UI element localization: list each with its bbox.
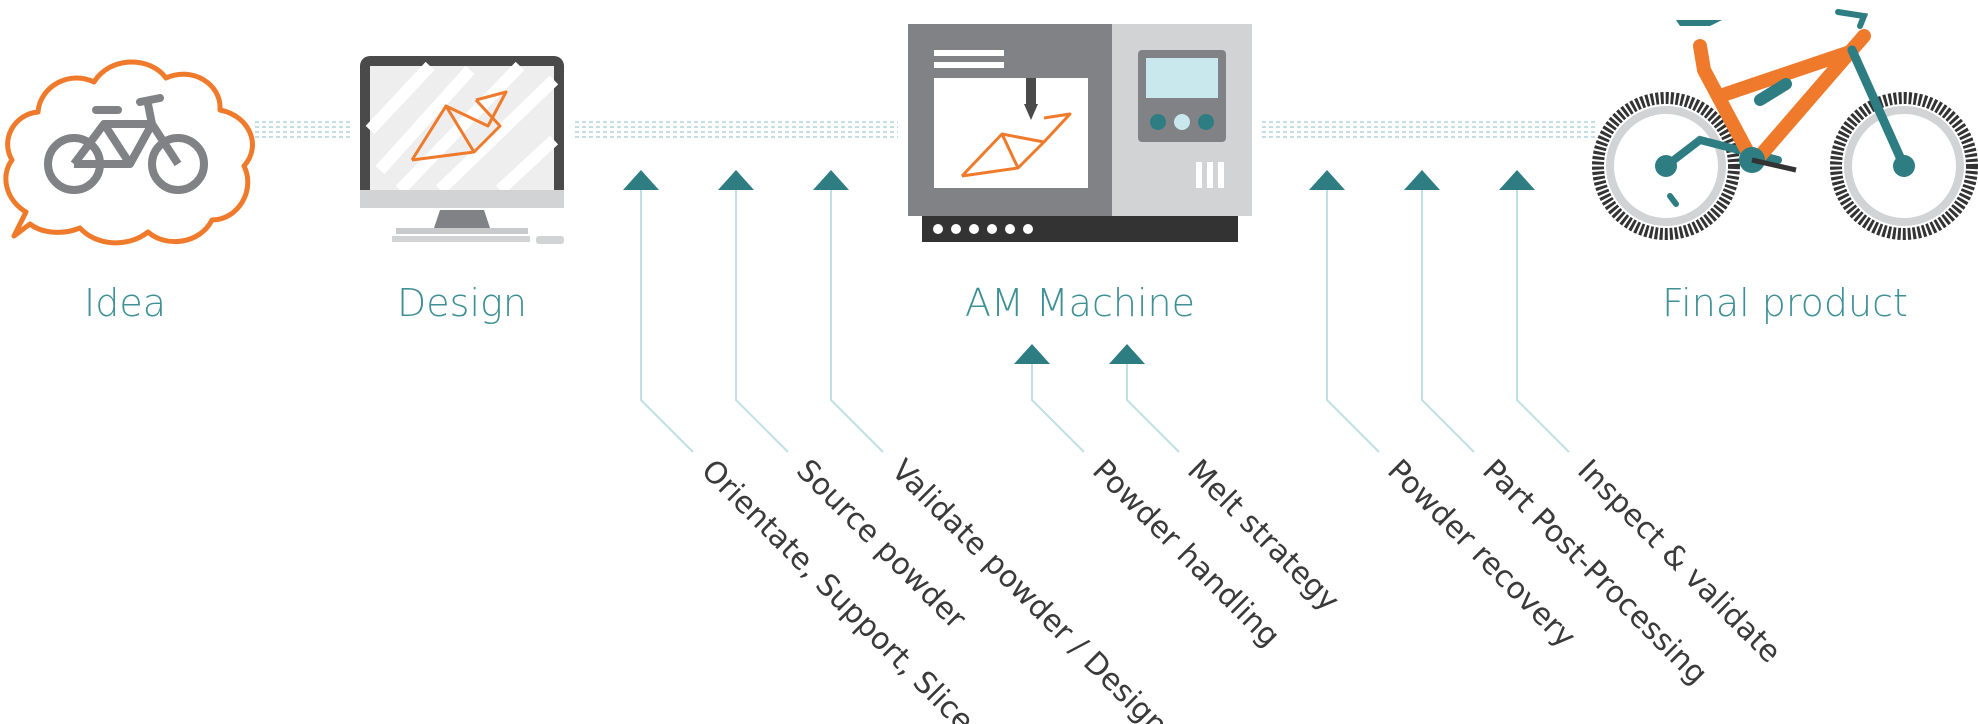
svg-text:Source powder: Source powder <box>789 453 973 637</box>
up-arrow-icon <box>718 170 754 190</box>
connector-design-machine <box>575 121 898 138</box>
up-arrow-icon <box>1309 170 1345 190</box>
3d-printer-machine-icon <box>908 24 1252 242</box>
stage-label-design: Design <box>397 281 527 325</box>
process-step-orientate: Orientate, Support, Slice <box>623 170 980 724</box>
up-arrow-icon <box>623 170 659 190</box>
computer-monitor-icon <box>360 56 564 244</box>
up-arrow-icon <box>813 170 849 190</box>
up-arrow-icon <box>1499 170 1535 190</box>
stage-label-am-machine: AM Machine <box>965 281 1195 325</box>
stage-label-final-product: Final product <box>1662 281 1908 325</box>
stage-label-idea: Idea <box>84 281 166 325</box>
up-arrow-icon <box>1109 344 1145 364</box>
connector-machine-product <box>1262 121 1598 138</box>
up-arrow-icon <box>1014 344 1050 364</box>
up-arrow-icon <box>1404 170 1440 190</box>
mountain-bike-icon <box>1592 9 1978 240</box>
connector-idea-design <box>255 121 350 138</box>
process-step-powder-recovery: Powder recovery <box>1309 170 1582 655</box>
thought-cloud-bike-icon <box>3 59 255 246</box>
